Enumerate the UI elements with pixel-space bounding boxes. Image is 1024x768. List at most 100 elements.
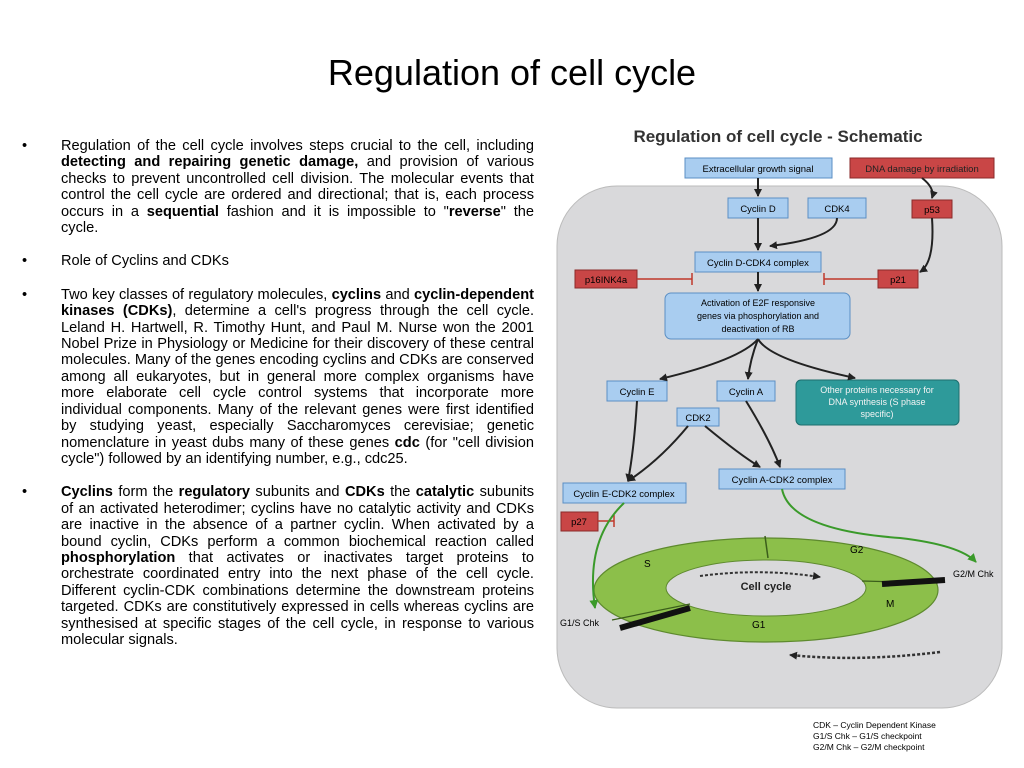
phase-g1-label: G1 xyxy=(752,620,766,631)
bullet-item-cyclins: • Cyclins form the regulatory subunits a… xyxy=(22,484,534,648)
bullet-bold: phosphorylation xyxy=(61,549,176,566)
cell-cycle-ring: S G2 M G1 Cell cycle xyxy=(593,535,941,660)
bullet-text: and xyxy=(381,286,414,303)
bullet-text: subunits and xyxy=(250,484,345,501)
cyclin-e-cdk2-box: Cyclin E-CDK2 complex xyxy=(562,482,687,504)
bullet-bold: regulatory xyxy=(178,484,251,501)
legend-cdk: CDK – Cyclin Dependent Kinase xyxy=(813,720,936,730)
other-line2: DNA synthesis (S phase xyxy=(828,397,925,407)
pathway-arrows xyxy=(625,177,938,482)
slide-title: Regulation of cell cycle xyxy=(327,52,697,93)
bullet-bold: Cyclins xyxy=(61,484,113,501)
bullet-bold: CDKs xyxy=(344,484,385,501)
bullet-text: the xyxy=(384,484,416,501)
checkpoint-arrows xyxy=(589,488,977,609)
g1s-chk-label: G1/S Chk xyxy=(560,618,600,628)
p53-box: p53 xyxy=(911,199,953,219)
arrow-damage-to-p53 xyxy=(921,177,938,199)
cell-cycle-schematic: Regulation of cell cycle - Schematic Ext… xyxy=(556,127,1003,752)
p16ink4a-box: p16INK4a xyxy=(574,269,638,289)
bullet-text: and provision of various checks to preve… xyxy=(61,154,534,220)
outer-direction-arrow xyxy=(789,650,941,660)
phase-s-label: S xyxy=(644,559,651,570)
e2f-line3: deactivation of RB xyxy=(721,324,794,334)
arrow-e2f-to-cyclin-a xyxy=(744,338,759,380)
arrow-a-complex-to-g2m xyxy=(781,488,977,563)
p27-label: p27 xyxy=(571,517,587,528)
bullet-bold: cdc xyxy=(394,434,420,451)
bullet-list: • Regulation of the cell cycle involves … xyxy=(22,138,534,665)
bullet-bold: reverse xyxy=(448,203,501,220)
cyclin-a-label: Cyclin A xyxy=(729,387,764,398)
other-line3: specific) xyxy=(860,409,893,419)
dna-damage-label: DNA damage by irradiation xyxy=(865,164,979,175)
bullet-dot: • xyxy=(22,138,28,154)
cyclin-e-label: Cyclin E xyxy=(620,387,655,398)
bullet-text: Regulation of the cell cycle involves st… xyxy=(61,138,534,154)
arrow-cyclin-a-to-complex xyxy=(745,400,782,468)
arrow-cdk2-to-a-complex xyxy=(704,425,761,468)
e2f-line1: Activation of E2F responsive xyxy=(701,298,815,308)
p27-box: p27 xyxy=(560,511,599,532)
bullet-text: that activates or inactivates target pro… xyxy=(61,549,534,648)
arrow-e-complex-to-g1s xyxy=(589,502,625,609)
arrow-cdk4-to-complex xyxy=(769,217,838,250)
bullet-dot: • xyxy=(22,253,28,270)
bullet-item-regulation: • Regulation of the cell cycle involves … xyxy=(22,138,534,236)
legend-g1s: G1/S Chk – G1/S checkpoint xyxy=(813,731,922,741)
cyclin-a-cdk2-label: Cyclin A-CDK2 complex xyxy=(732,475,833,486)
bullet-text: form the xyxy=(112,484,179,501)
bullet-text: subunits of an activated heterodimer; cy… xyxy=(61,484,534,550)
p21-label: p21 xyxy=(890,275,906,286)
ring-divider-s-g2 xyxy=(764,535,769,559)
cyclin-d-cdk4-label: Cyclin D-CDK4 complex xyxy=(707,258,809,269)
bullet-bold: detecting and repairing genetic damage, xyxy=(61,154,359,171)
cdk2-box: CDK2 xyxy=(676,407,720,427)
phase-g2-label: G2 xyxy=(850,545,864,556)
other-line1: Other proteins necessary for xyxy=(820,385,934,395)
cyclin-d-label: Cyclin D xyxy=(740,204,776,215)
phase-m-label: M xyxy=(886,599,894,610)
e2f-line2: genes via phosphorylation and xyxy=(697,311,819,321)
g1s-checkpoint-bar xyxy=(619,605,691,631)
cyclin-d-cdk4-box: Cyclin D-CDK4 complex xyxy=(694,251,822,273)
bullet-bold: catalytic xyxy=(415,484,475,501)
cdk4-label: CDK4 xyxy=(824,204,849,215)
extracellular-signal-box: Extracellular growth signal xyxy=(684,157,833,179)
cyclin-e-cdk2-label: Cyclin E-CDK2 complex xyxy=(573,489,675,500)
bullet-item-two-classes: • Two key classes of regulatory molecule… xyxy=(22,287,534,467)
g2m-chk-label: G2/M Chk xyxy=(953,569,994,579)
bullet-dot: • xyxy=(22,286,28,303)
inhibition-lines xyxy=(598,273,878,527)
schematic-title: Regulation of cell cycle - Schematic xyxy=(633,127,922,146)
e2f-activation-box: Activation of E2F responsive genes via p… xyxy=(664,292,851,340)
bullet-text: , determine a cell's progress through th… xyxy=(61,303,534,451)
legend-g2m: G2/M Chk – G2/M checkpoint xyxy=(813,742,925,752)
cyclin-d-box: Cyclin D xyxy=(727,197,789,219)
p16ink4a-label: p16INK4a xyxy=(585,275,628,286)
p53-label: p53 xyxy=(924,205,940,216)
extracellular-signal-label: Extracellular growth signal xyxy=(703,164,814,175)
arrow-e2f-to-cyclin-e xyxy=(659,338,759,382)
cycle-direction-arrow xyxy=(699,571,821,580)
bullet-bold: cyclin-dependent kinases (CDKs) xyxy=(61,286,534,320)
bullet-text: Role of Cyclins and CDKs xyxy=(61,253,229,270)
arrow-p53-to-p21 xyxy=(919,217,934,273)
bullet-item-role: • Role of Cyclins and CDKs xyxy=(22,253,534,269)
other-proteins-box: Other proteins necessary for DNA synthes… xyxy=(795,379,960,426)
g2m-checkpoint-bar xyxy=(881,577,946,587)
bullet-dot: • xyxy=(22,484,28,501)
bullet-text: fashion and it is impossible to " xyxy=(218,203,449,220)
cell-cycle-label: Cell cycle xyxy=(741,581,792,593)
bullet-bold: cyclins xyxy=(331,286,382,303)
dna-damage-box: DNA damage by irradiation xyxy=(849,157,995,179)
cdk2-label: CDK2 xyxy=(685,413,710,424)
cyclin-a-box: Cyclin A xyxy=(716,380,776,402)
p21-box: p21 xyxy=(877,269,919,289)
cyclin-e-box: Cyclin E xyxy=(606,380,668,402)
bullet-text: " the cycle. xyxy=(61,203,534,237)
arrow-e2f-to-other xyxy=(757,338,856,381)
bullet-bold: sequential xyxy=(146,203,219,220)
cdk4-box: CDK4 xyxy=(807,197,867,219)
bullet-text: (for "cell division cycle") followed by … xyxy=(61,434,534,467)
